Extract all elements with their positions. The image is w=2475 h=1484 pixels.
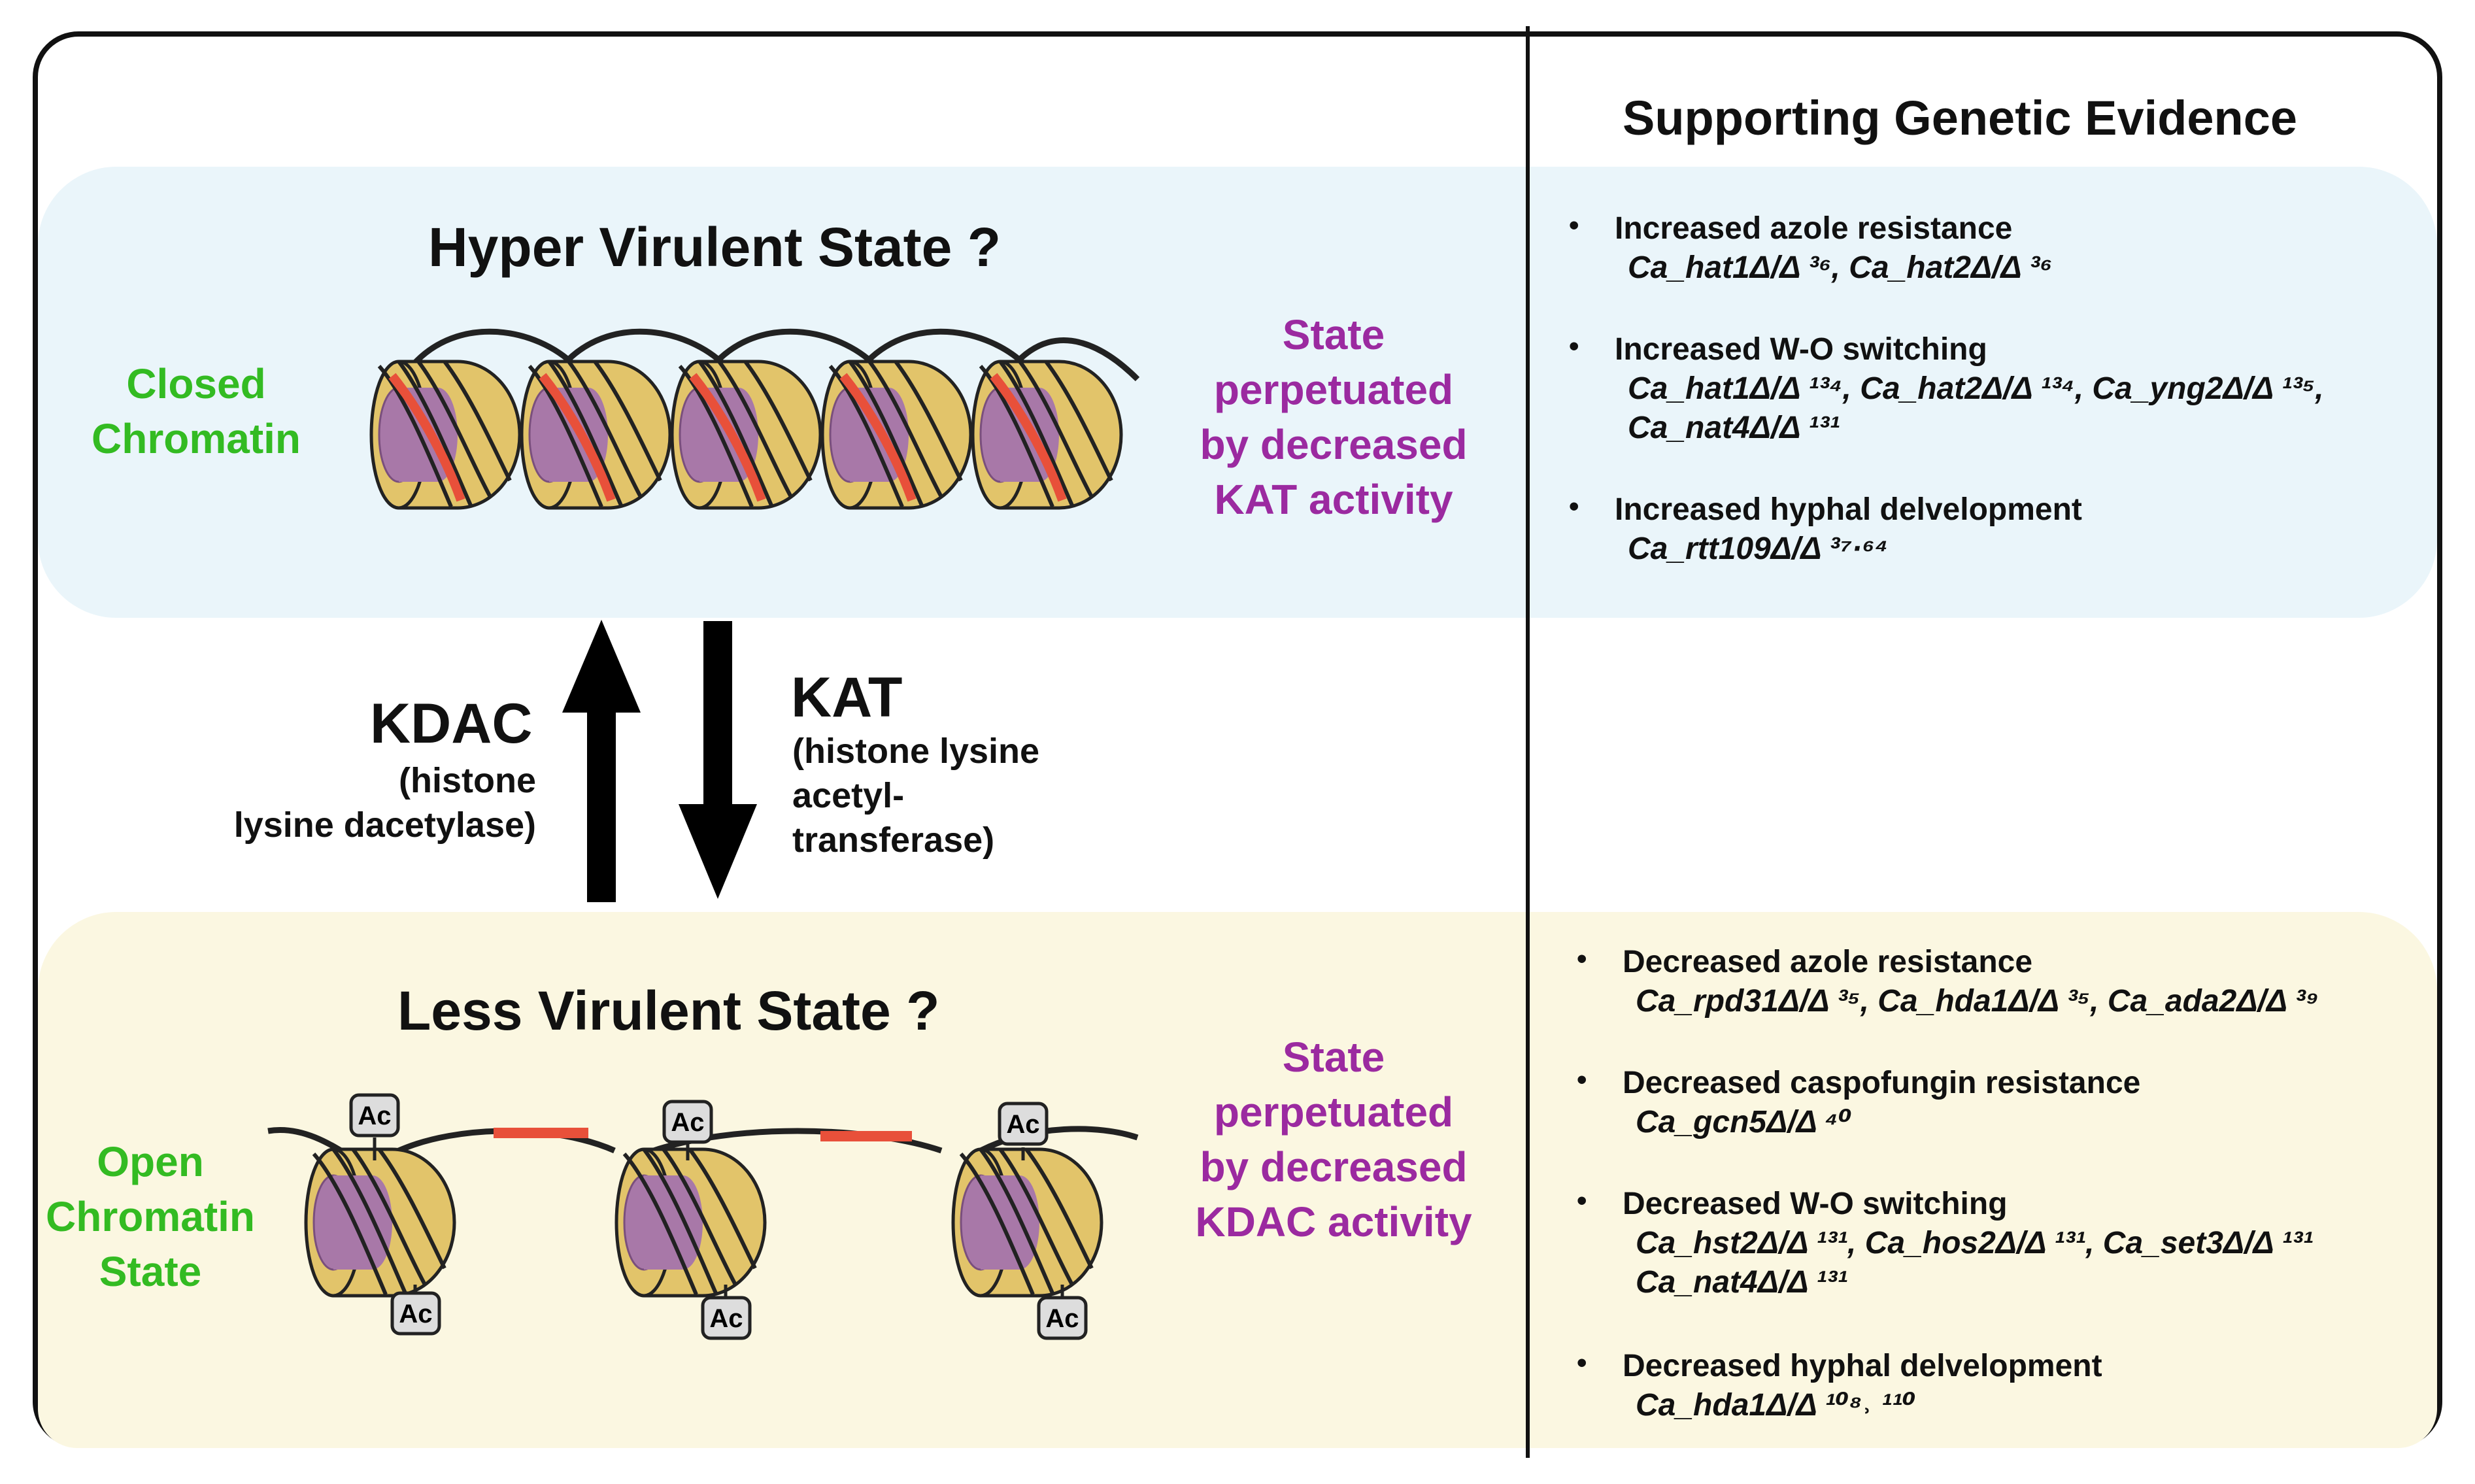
ac-text: Ac [1006, 1110, 1039, 1139]
closed-nucleosome [522, 362, 670, 508]
open-nucleosome [306, 1149, 454, 1296]
evidence-item: • Increased azole resistance Ca_hat1Δ/Δ … [1569, 209, 2419, 288]
evidence-heading: Increased W-O switching [1615, 332, 1987, 367]
acetyl-tag: Ac [349, 1093, 400, 1160]
open-nucleosome [953, 1149, 1102, 1296]
label-line: State [99, 1248, 202, 1295]
evidence-genes: Ca_hda1Δ/Δ ¹⁰⁸˒ ¹¹⁰ [1636, 1388, 1916, 1423]
closed-nucleosome [371, 362, 520, 508]
label-line: State [1282, 311, 1385, 358]
kat-description: (histone lysine acetyl- transferase) [792, 729, 1119, 862]
evidence-item: • Increased hyphal delvelopment Ca_rtt10… [1569, 490, 2419, 569]
kdac-label: KDAC [370, 692, 533, 755]
kat-down-arrow [679, 621, 757, 899]
bullet: • [1577, 943, 1587, 975]
evidence-title: Supporting Genetic Evidence [1623, 91, 2298, 145]
kdac-state-label: State perpetuated by decreased KDAC acti… [1177, 1030, 1490, 1249]
label-line: State [1282, 1034, 1385, 1081]
evidence-heading: Increased azole resistance [1615, 211, 2013, 246]
label-line: by decreased [1200, 421, 1468, 468]
evidence-heading: Decreased azole resistance [1623, 945, 2033, 979]
evidence-heading: Increased hyphal delvelopment [1615, 492, 2082, 527]
evidence-item: • Decreased W-O switching Ca_hst2Δ/Δ ¹³¹… [1577, 1185, 2427, 1302]
evidence-genes: Ca_rpd31Δ/Δ ³⁵, Ca_hda1Δ/Δ ³⁵, Ca_ada2Δ/… [1636, 984, 2319, 1019]
ac-text: Ac [671, 1108, 704, 1137]
evidence-genes: Ca_hst2Δ/Δ ¹³¹, Ca_hos2Δ/Δ ¹³¹, Ca_set3Δ… [1636, 1226, 2314, 1300]
kdac-description: (histone lysine dacetylase) [183, 758, 536, 847]
panel-divider [1526, 26, 1530, 1458]
evidence-item: • Increased W-O switching Ca_hat1Δ/Δ ¹³⁴… [1569, 330, 2419, 448]
bullet: • [1569, 330, 1579, 362]
acetyl-tag: Ac [1037, 1285, 1088, 1340]
closed-nucleosome [822, 362, 971, 508]
closed-nucleosome [973, 362, 1121, 508]
evidence-heading: Decreased W-O switching [1623, 1187, 2008, 1221]
kat-state-label: State perpetuated by decreased KAT activ… [1177, 307, 1490, 527]
label-line: Chromatin [46, 1193, 255, 1240]
bullet: • [1577, 1064, 1587, 1096]
hyper-virulent-title: Hyper Virulent State ? [428, 216, 1002, 278]
label-line: Open [97, 1138, 204, 1185]
open-chromatin-label: Open Chromatin State [33, 1134, 268, 1299]
evidence-item: • Decreased caspofungin resistance Ca_gc… [1577, 1064, 2427, 1142]
acetyl-tag: Ac [390, 1285, 441, 1336]
evidence-heading: Decreased hyphal delvelopment [1623, 1349, 2102, 1383]
bullet: • [1577, 1347, 1587, 1379]
evidence-genes: Ca_hat1Δ/Δ ³⁶, Ca_hat2Δ/Δ ³⁶ [1628, 250, 2053, 285]
acetyl-tag: Ac [662, 1100, 713, 1160]
ac-text: Ac [709, 1304, 743, 1333]
ac-text: Ac [399, 1300, 432, 1328]
evidence-genes: Ca_hat1Δ/Δ ¹³⁴, Ca_hat2Δ/Δ ¹³⁴, Ca_yng2Δ… [1628, 371, 2324, 445]
acetyl-tag: Ac [998, 1102, 1049, 1160]
closed-nucleosome [672, 362, 820, 508]
desc-line: (histone [399, 761, 536, 800]
acetyl-tag: Ac [701, 1285, 752, 1340]
kat-label: KAT [791, 666, 903, 729]
evidence-item: • Decreased azole resistance Ca_rpd31Δ/Δ… [1577, 943, 2427, 1021]
open-nucleosome [616, 1149, 765, 1296]
label-line: perpetuated [1213, 366, 1454, 413]
ac-text: Ac [358, 1102, 391, 1130]
evidence-genes: Ca_rtt109Δ/Δ ³⁷·⁶⁴ [1628, 531, 1889, 566]
label-line: by decreased [1200, 1143, 1468, 1190]
closed-chromatin-label: Closed Chromatin [72, 356, 320, 466]
label-line: Chromatin [92, 415, 301, 462]
desc-line: (histone lysine [792, 732, 1040, 771]
ac-text: Ac [1045, 1304, 1079, 1333]
desc-line: lysine dacetylase) [233, 805, 536, 845]
bullet: • [1577, 1185, 1587, 1217]
less-virulent-title: Less Virulent State ? [397, 980, 940, 1041]
evidence-item: • Decreased hyphal delvelopment Ca_hda1Δ… [1577, 1347, 2427, 1425]
evidence-heading: Decreased caspofungin resistance [1623, 1066, 2141, 1100]
label-line: KDAC activity [1195, 1198, 1472, 1245]
bullet: • [1569, 490, 1579, 522]
kdac-up-arrow [562, 620, 641, 902]
label-line: perpetuated [1213, 1088, 1454, 1136]
evidence-genes: Ca_gcn5Δ/Δ ⁴⁰ [1636, 1105, 1852, 1139]
desc-line: transferase) [792, 820, 995, 860]
label-line: Closed [126, 360, 266, 407]
label-line: KAT activity [1214, 476, 1453, 523]
desc-line: acetyl- [792, 776, 905, 815]
bullet: • [1569, 209, 1579, 241]
closed-linker-dna [409, 328, 1140, 382]
